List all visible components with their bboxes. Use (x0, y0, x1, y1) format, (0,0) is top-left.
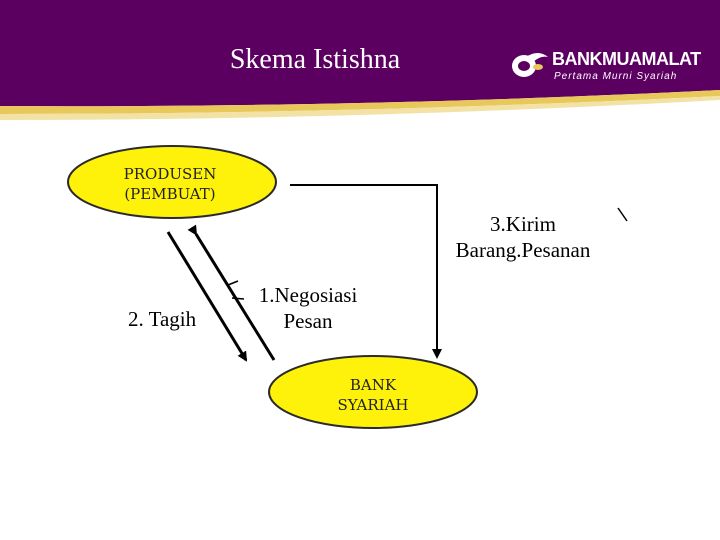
brand-name: BANKMUAMALAT (552, 49, 701, 69)
header-band (0, 0, 720, 120)
kirim-barang-label: 3.Kirim Barang.Pesanan (438, 211, 608, 263)
kirim-label-line2: Barang.Pesanan (455, 238, 591, 262)
produsen-label: PRODUSEN (PEMBUAT) (90, 164, 250, 204)
slide-title: Skema Istishna (229, 44, 401, 75)
negosiasi-label-line2: Pesan (283, 309, 333, 333)
bank-logo: BANKMUAMALAT Pertama Murni Syariah (508, 47, 708, 93)
negosiasi-label-line1: 1.Negosiasi (258, 283, 358, 307)
brand-tagline: Pertama Murni Syariah (554, 71, 678, 82)
callout-tick-top (227, 280, 239, 286)
tagih-label: 2. Tagih (128, 307, 197, 331)
produsen-label-line2: (PEMBUAT) (124, 185, 216, 203)
arrow-negosiasi (187, 224, 276, 361)
bank-label-line2: SYARIAH (337, 396, 409, 414)
produsen-node (67, 145, 277, 219)
arrow-kirim-barang (290, 184, 442, 359)
stray-mark (617, 207, 628, 222)
bank-syariah-node (268, 355, 478, 429)
negosiasi-label: 1.Negosiasi Pesan (238, 282, 378, 334)
arrow-tagih (166, 231, 248, 362)
kirim-label-line1: 3.Kirim (490, 212, 556, 236)
produsen-label-line1: PRODUSEN (123, 165, 217, 183)
bank-muamalat-logo-icon (512, 53, 548, 77)
slide-header: Skema Istishna BANKMUAMALAT Pertama Murn… (0, 0, 720, 125)
bank-label-line1: BANK (349, 376, 397, 394)
callout-tick-bottom (231, 297, 245, 300)
bank-syariah-label: BANK SYARIAH (293, 375, 453, 415)
